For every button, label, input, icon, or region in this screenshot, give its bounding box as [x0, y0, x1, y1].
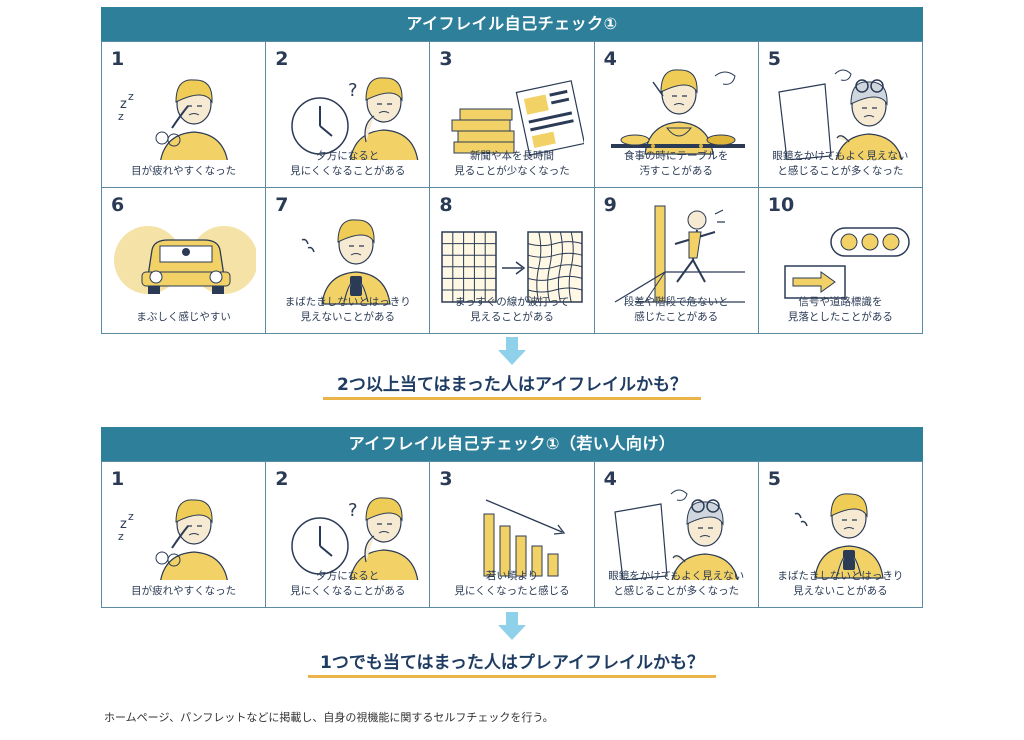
- item-number: 1: [111, 468, 125, 490]
- svg-text:z: z: [118, 110, 124, 123]
- item-caption: 段差や階段で危ないと 感じたことがある: [623, 296, 729, 323]
- svg-text:z: z: [120, 97, 127, 112]
- section2-checklist-grid: z z z 1 目が疲れやすくなった ? 2 夕方になると 見にくくなることがある 3…: [101, 461, 923, 608]
- arrow-down-icon: [498, 337, 526, 365]
- s2-check-item-3: 3 若い頃より 見にくくなったと感じる: [430, 462, 595, 608]
- s1-check-item-3: 3 新聞や本を長時間 見ることが少なくなった: [430, 42, 595, 188]
- item-caption: まぶしく感じやすい: [136, 311, 231, 323]
- s1-check-item-6: 6 まぶしく感じやすい: [102, 188, 267, 334]
- item-caption: 眼鏡をかけてもよく見えない と感じることが多くなった: [608, 570, 745, 597]
- item-caption: まばたきしないとはっきり 見えないことがある: [777, 570, 904, 597]
- s1-check-item-10: 10 信号や道路標識を 見落としたことがある: [758, 188, 923, 334]
- section1-conclusion: 2つ以上当てはまった人はアイフレイルかも？: [337, 375, 687, 395]
- item-caption: 食事の時にテーブルを 汚すことがある: [624, 150, 729, 177]
- glasses-paper-man-icon: [778, 69, 903, 160]
- item-caption: 若い頃より 見にくくなったと感じる: [454, 570, 570, 597]
- glasses-paper-man-icon: [613, 489, 739, 580]
- declining-bars-icon: [483, 499, 566, 577]
- svg-text:z: z: [128, 510, 134, 523]
- svg-text:?: ?: [348, 500, 358, 521]
- wavy-grid-icon: [441, 231, 584, 303]
- section2-title-banner: アイフレイル自己チェック①（若い人向け）: [101, 427, 923, 461]
- section1-conclusion-underline: [323, 397, 701, 400]
- svg-text:z: z: [128, 90, 134, 103]
- item-caption: 眼鏡をかけてもよく見えない と感じることが多くなった: [772, 150, 909, 177]
- s1-check-item-2: ? 2 夕方になると 見にくくなることがある: [266, 42, 431, 188]
- footnote: ホームページ、パンフレットなどに掲載し、自身の視機能に関するセルフチェックを行う…: [104, 711, 554, 724]
- item-number: 3: [439, 468, 453, 490]
- item-number: 8: [439, 194, 453, 216]
- s1-check-item-8: 8 まっすぐの線が波打って 見えることがある: [430, 188, 595, 334]
- svg-text:z: z: [118, 530, 124, 543]
- item-number: 5: [767, 48, 782, 70]
- traffic-signal-icon: [784, 227, 910, 299]
- books-newspaper-icon: [451, 80, 585, 156]
- s1-check-item-1: z z z 1 目が疲れやすくなった: [102, 42, 267, 188]
- item-caption: 夕方になると 見にくくなることがある: [290, 150, 406, 177]
- tired-eyes-man-icon: z z z: [118, 499, 228, 580]
- item-number: 5: [767, 468, 782, 490]
- item-number: 1: [111, 48, 125, 70]
- smartphone-woman-icon: [301, 219, 391, 305]
- smartphone-woman-icon: [794, 493, 884, 579]
- clock-woman-icon: ?: [291, 77, 419, 160]
- item-number: 6: [111, 194, 125, 216]
- section2-conclusion: 1つでも当てはまった人はプレアイフレイルかも？: [320, 653, 704, 673]
- item-caption: 夕方になると 見にくくなることがある: [290, 570, 406, 597]
- tired-eyes-man-icon: z z z: [118, 79, 228, 160]
- s1-check-item-4: 4 食事の時にテーブルを 汚すことがある: [594, 42, 759, 188]
- item-number: 4: [603, 468, 617, 490]
- svg-text:?: ?: [348, 80, 358, 101]
- s2-check-item-1: z z z 1 目が疲れやすくなった: [102, 462, 267, 608]
- item-caption: 目が疲れやすくなった: [131, 165, 237, 177]
- car-headlights-icon: [114, 226, 256, 294]
- item-number: 7: [275, 194, 289, 216]
- svg-text:z: z: [120, 517, 127, 532]
- s2-check-item-4: 4 眼鏡をかけてもよく見えない と感じることが多くなった: [594, 462, 759, 608]
- item-caption: 目が疲れやすくなった: [131, 585, 237, 597]
- s2-check-item-5: 5 まばたきしないとはっきり 見えないことがある: [758, 462, 923, 608]
- meal-table-icon: [610, 69, 745, 155]
- s1-check-item-5: 5 眼鏡をかけてもよく見えない と感じることが多くなった: [758, 42, 923, 188]
- s1-check-item-9: 9 段差や階段で危ないと 感じたことがある: [594, 188, 759, 334]
- item-number: 3: [439, 48, 453, 70]
- item-caption: まばたきしないとはっきり 見えないことがある: [284, 296, 411, 323]
- item-number: 9: [603, 194, 617, 216]
- item-number: 4: [603, 48, 617, 70]
- item-number: 2: [275, 468, 289, 490]
- item-caption: まっすぐの線が波打って 見えることがある: [454, 296, 570, 323]
- item-caption: 新聞や本を長時間 見ることが少なくなった: [454, 150, 570, 177]
- s2-check-item-2: ? 2 夕方になると 見にくくなることがある: [266, 462, 431, 608]
- s1-check-item-7: 7 まばたきしないとはっきり 見えないことがある: [266, 188, 431, 334]
- section2-conclusion-underline: [308, 675, 716, 678]
- item-number: 2: [275, 48, 289, 70]
- clock-woman-icon: ?: [291, 497, 419, 580]
- arrow-down-icon: [498, 612, 526, 640]
- section1-title-banner: アイフレイル自己チェック①: [101, 7, 923, 41]
- stairs-fall-icon: [614, 205, 745, 303]
- item-number: 10: [767, 194, 795, 216]
- item-caption: 信号や道路標識を 見落としたことがある: [787, 296, 893, 323]
